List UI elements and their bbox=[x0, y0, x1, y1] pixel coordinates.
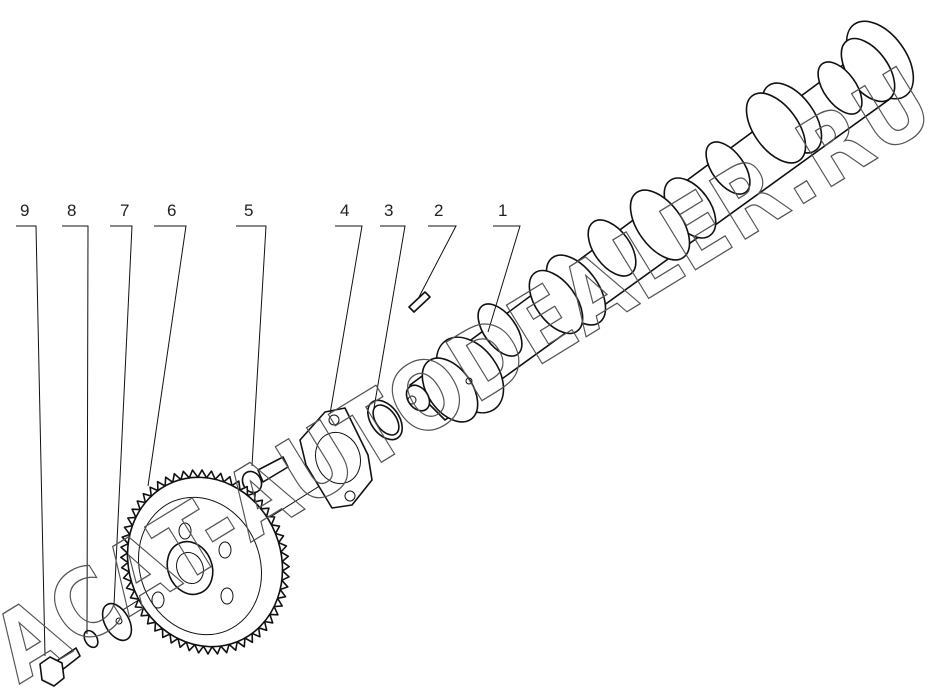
callout-3: 3 bbox=[384, 201, 393, 220]
callout-2: 2 bbox=[434, 201, 443, 220]
camshaft bbox=[405, 20, 915, 423]
leader-4 bbox=[329, 225, 363, 415]
sealing-ring bbox=[367, 399, 403, 441]
callout-5: 5 bbox=[244, 201, 253, 220]
callout-9: 9 bbox=[20, 201, 29, 220]
camshaft-timing-gear bbox=[120, 469, 291, 655]
thrust-flange bbox=[299, 407, 373, 509]
leader-8 bbox=[62, 225, 89, 635]
callout-6: 6 bbox=[167, 201, 176, 220]
callout-1: 1 bbox=[498, 201, 507, 220]
callout-7: 7 bbox=[120, 201, 129, 220]
leader-2 bbox=[418, 225, 457, 298]
leader-lines bbox=[16, 225, 521, 657]
callout-4: 4 bbox=[340, 201, 349, 220]
gear-bolt bbox=[39, 647, 81, 687]
leader-1 bbox=[487, 225, 521, 333]
leader-9 bbox=[16, 225, 46, 657]
leader-5 bbox=[236, 225, 267, 467]
leader-3 bbox=[373, 225, 406, 409]
callout-8: 8 bbox=[67, 201, 76, 220]
woodruff-key bbox=[408, 291, 431, 313]
callout-labels: 9 8 7 6 5 4 3 2 1 bbox=[20, 201, 507, 220]
leader-6 bbox=[147, 225, 187, 487]
spring-washer bbox=[83, 629, 99, 649]
plain-washer bbox=[101, 602, 133, 642]
leader-7 bbox=[110, 225, 133, 606]
watermark-text: ACAT-AUTODEALER.RU bbox=[0, 47, 940, 700]
